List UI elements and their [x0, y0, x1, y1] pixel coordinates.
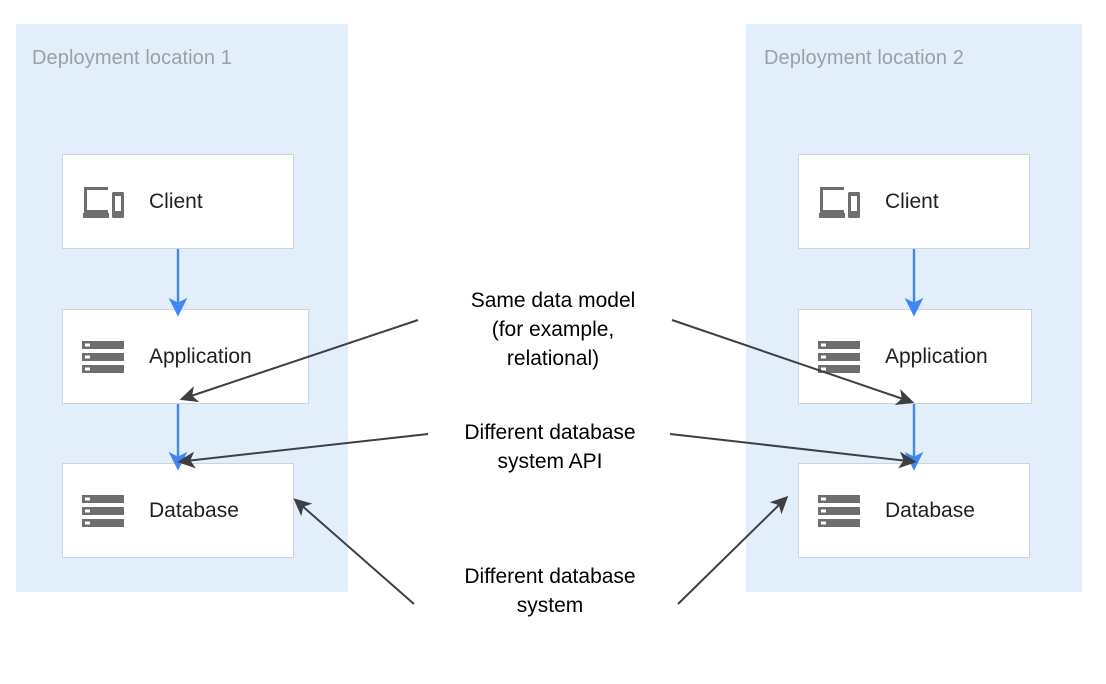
- callout-different-database-system: Different database system: [464, 565, 636, 617]
- node-label: Client: [885, 189, 939, 213]
- node-database-1[interactable]: Database: [62, 463, 294, 558]
- server-stack-icon: [817, 491, 861, 531]
- server-stack-icon: [81, 337, 125, 377]
- node-client-2[interactable]: Client: [798, 154, 1030, 249]
- node-database-2[interactable]: Database: [798, 463, 1030, 558]
- node-label: Application: [885, 344, 988, 368]
- node-application-1[interactable]: Application: [62, 309, 309, 404]
- deployment-zone-2-title: Deployment location 2: [764, 47, 964, 69]
- node-label: Client: [149, 189, 203, 213]
- server-stack-icon: [817, 337, 861, 377]
- deployment-zone-1-title: Deployment location 1: [32, 47, 232, 69]
- callout-same-data-model: Same data model (for example, relational…: [470, 289, 636, 370]
- callout-different-database-system-api: Different database system API: [464, 421, 636, 473]
- devices-icon: [81, 182, 125, 222]
- server-stack-icon: [81, 491, 125, 531]
- devices-icon: [817, 182, 861, 222]
- node-application-2[interactable]: Application: [798, 309, 1032, 404]
- node-client-1[interactable]: Client: [62, 154, 294, 249]
- node-label: Application: [149, 344, 252, 368]
- node-label: Database: [885, 498, 975, 522]
- node-label: Database: [149, 498, 239, 522]
